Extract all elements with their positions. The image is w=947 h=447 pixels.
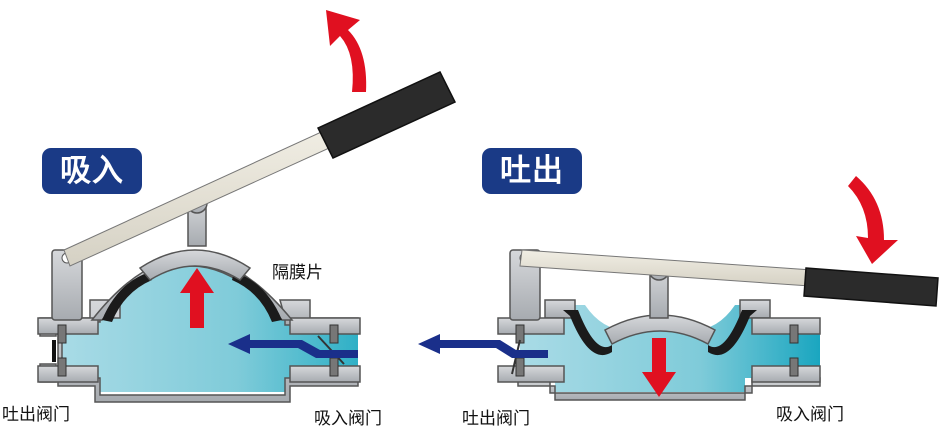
bolt-icon <box>57 324 67 344</box>
diaphragm-label: 隔膜片 <box>272 263 323 283</box>
left-diaphragm-r <box>232 272 282 322</box>
bolt-icon <box>789 357 799 377</box>
right-diaphragm <box>563 310 612 356</box>
right-flange-bot-r <box>751 365 821 383</box>
left-diaphragm <box>102 272 152 322</box>
right-flange-bot-l <box>497 365 565 383</box>
bolt-icon <box>329 324 339 344</box>
suction-up-arrow-icon <box>180 268 214 328</box>
handle-down-arrow-icon <box>848 176 898 264</box>
left-diaphragm-plate <box>138 249 252 281</box>
right-inlet-valve-label: 吸入阀门 <box>776 405 844 425</box>
discharge-badge: 吐出 <box>482 148 582 194</box>
left-flange-bot-l <box>37 365 99 383</box>
right-flow-arrow-icon <box>418 334 548 358</box>
left-fluid-chamber <box>58 260 358 392</box>
left-inlet-valve-label: 吸入阀门 <box>314 409 382 429</box>
right-flange-top-r <box>751 317 821 335</box>
bolt-icon <box>57 357 67 377</box>
right-pump <box>418 176 939 401</box>
right-outlet-valve-label: 吐出阀门 <box>462 409 530 429</box>
left-outlet-valve-label: 吐出阀门 <box>2 405 70 425</box>
left-pump <box>37 10 457 403</box>
left-handle-grip <box>316 71 457 159</box>
suction-badge: 吸入 <box>42 148 142 194</box>
left-flange-top-r <box>289 317 361 335</box>
right-handle-grip <box>803 267 939 307</box>
bolt-icon <box>515 357 525 377</box>
left-flow-arrow-icon <box>228 334 358 358</box>
bolt-icon <box>329 357 339 377</box>
left-flange-bot-r <box>289 365 361 383</box>
right-diaphragm-plate <box>604 314 716 346</box>
discharge-down-arrow-icon <box>642 338 676 397</box>
right-diaphragm-r <box>708 310 757 356</box>
bolt-icon <box>789 324 799 344</box>
handle-up-arrow-icon <box>326 10 367 92</box>
